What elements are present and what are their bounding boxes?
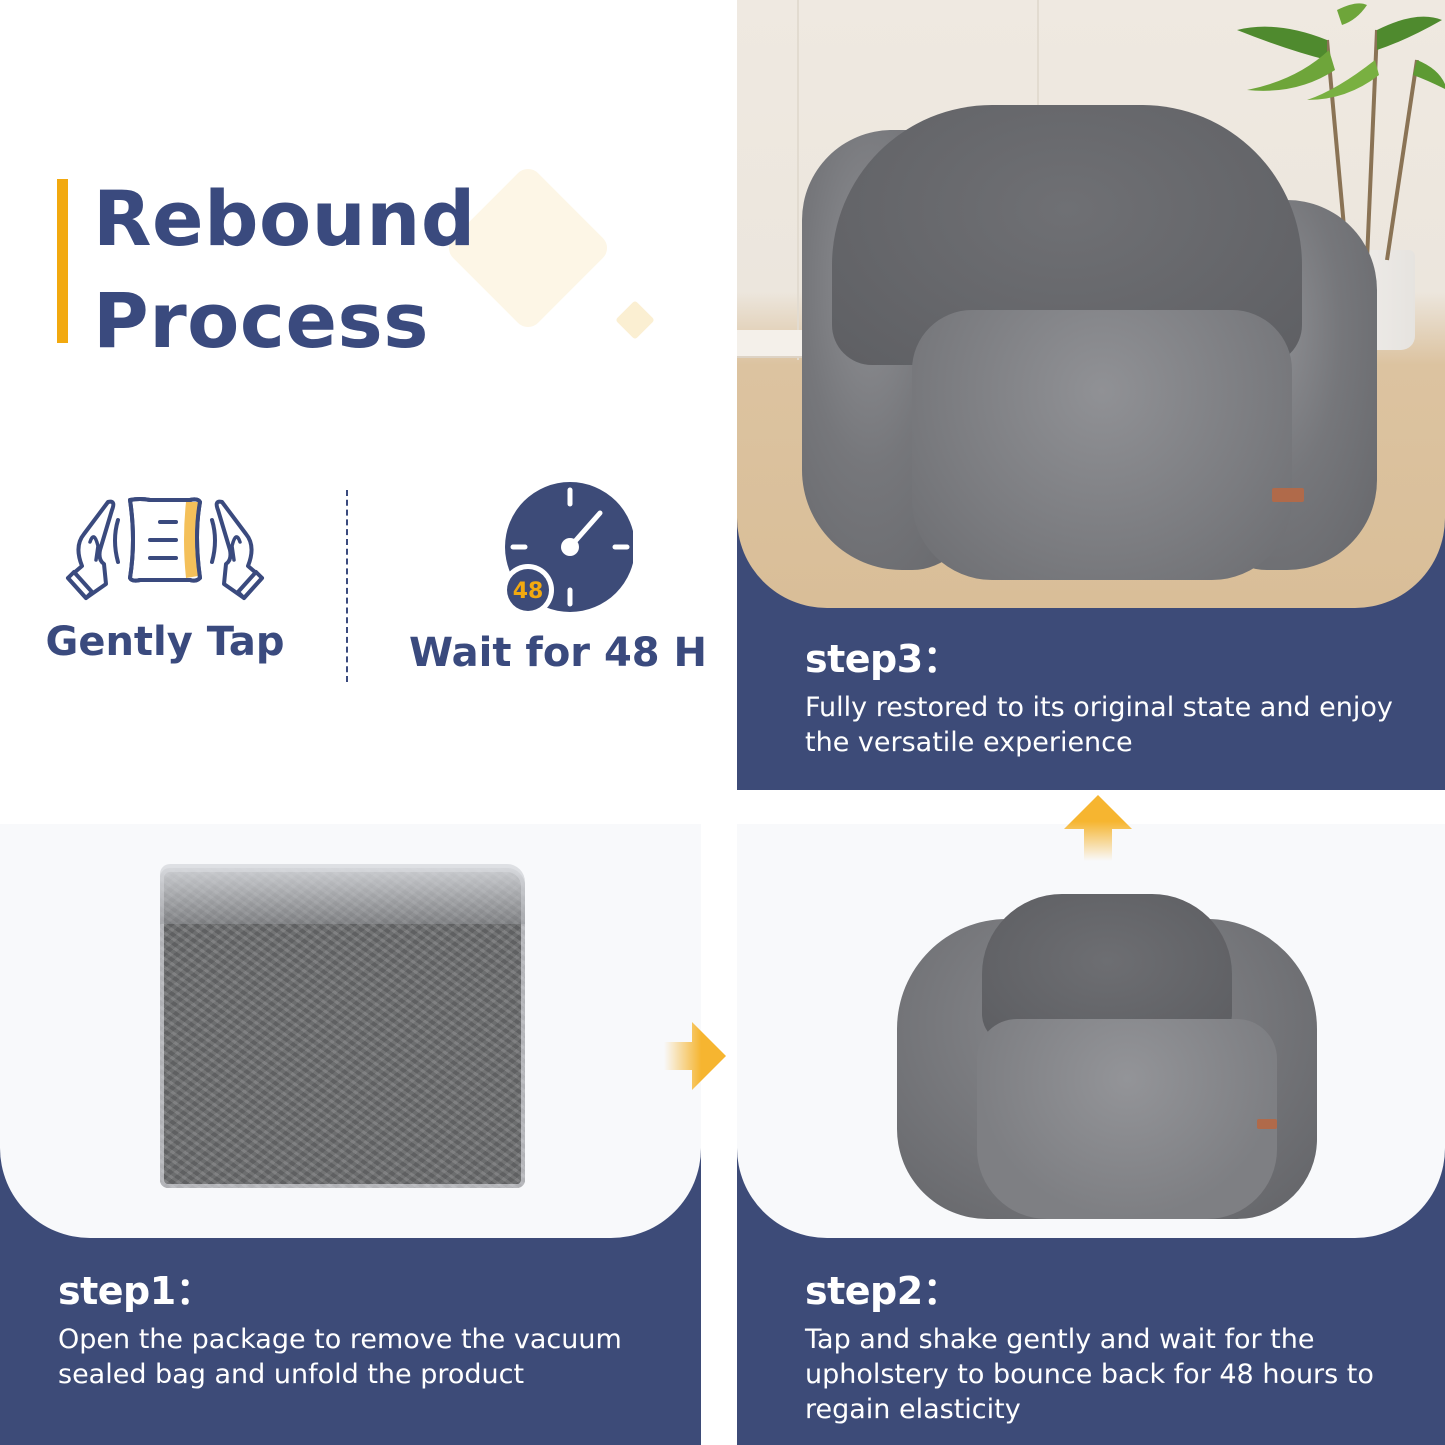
title-line-1: Rebound: [93, 174, 476, 263]
vacuum-bag-plastic-top: [160, 864, 525, 924]
step1-photo-vacuum-package: [0, 824, 701, 1238]
feature-gently-tap: Gently Tap: [40, 490, 290, 665]
feature-label-gently-tap: Gently Tap: [45, 619, 285, 665]
chair-seat: [977, 1019, 1277, 1219]
plant-icon: [1237, 3, 1445, 261]
step3-photo-fully-restored-chair: [737, 0, 1445, 608]
feature-wait-48h: 48 Wait for 48 H: [408, 480, 708, 676]
chair-seat: [912, 310, 1292, 580]
title-accent-bar: [57, 179, 68, 343]
step1-description: Open the package to remove the vacuum se…: [58, 1324, 622, 1390]
step1-title: step1：: [58, 1269, 214, 1313]
title-line-2: Process: [93, 276, 429, 365]
chair-leather-tag: [1257, 1119, 1277, 1129]
step3-description: Fully restored to its original state and…: [805, 692, 1393, 758]
step2-title: step2：: [805, 1269, 961, 1313]
arrow-up-icon: [1064, 795, 1132, 861]
step2-photo-expanding-chair: [737, 824, 1445, 1238]
feature-divider: [346, 490, 348, 682]
step2-description: Tap and shake gently and wait for the up…: [805, 1324, 1374, 1425]
page-title: Rebound Process: [93, 168, 476, 372]
clock-badge-48: 48: [513, 579, 544, 604]
chair-leather-tag: [1272, 488, 1304, 502]
hands-tapping-icon: [66, 497, 264, 600]
arrow-right-icon: [664, 1022, 726, 1090]
step3-panel: step3： Fully restored to its original st…: [737, 0, 1445, 790]
decorative-diamond-small: [615, 300, 655, 340]
clock-48-icon: 48: [502, 482, 633, 616]
feature-label-wait: Wait for 48 H: [408, 630, 708, 676]
step1-panel: step1： Open the package to remove the va…: [0, 824, 701, 1445]
step2-panel: step2： Tap and shake gently and wait for…: [737, 824, 1445, 1445]
wall-panel-line: [797, 0, 799, 360]
step3-title: step3：: [805, 637, 961, 681]
